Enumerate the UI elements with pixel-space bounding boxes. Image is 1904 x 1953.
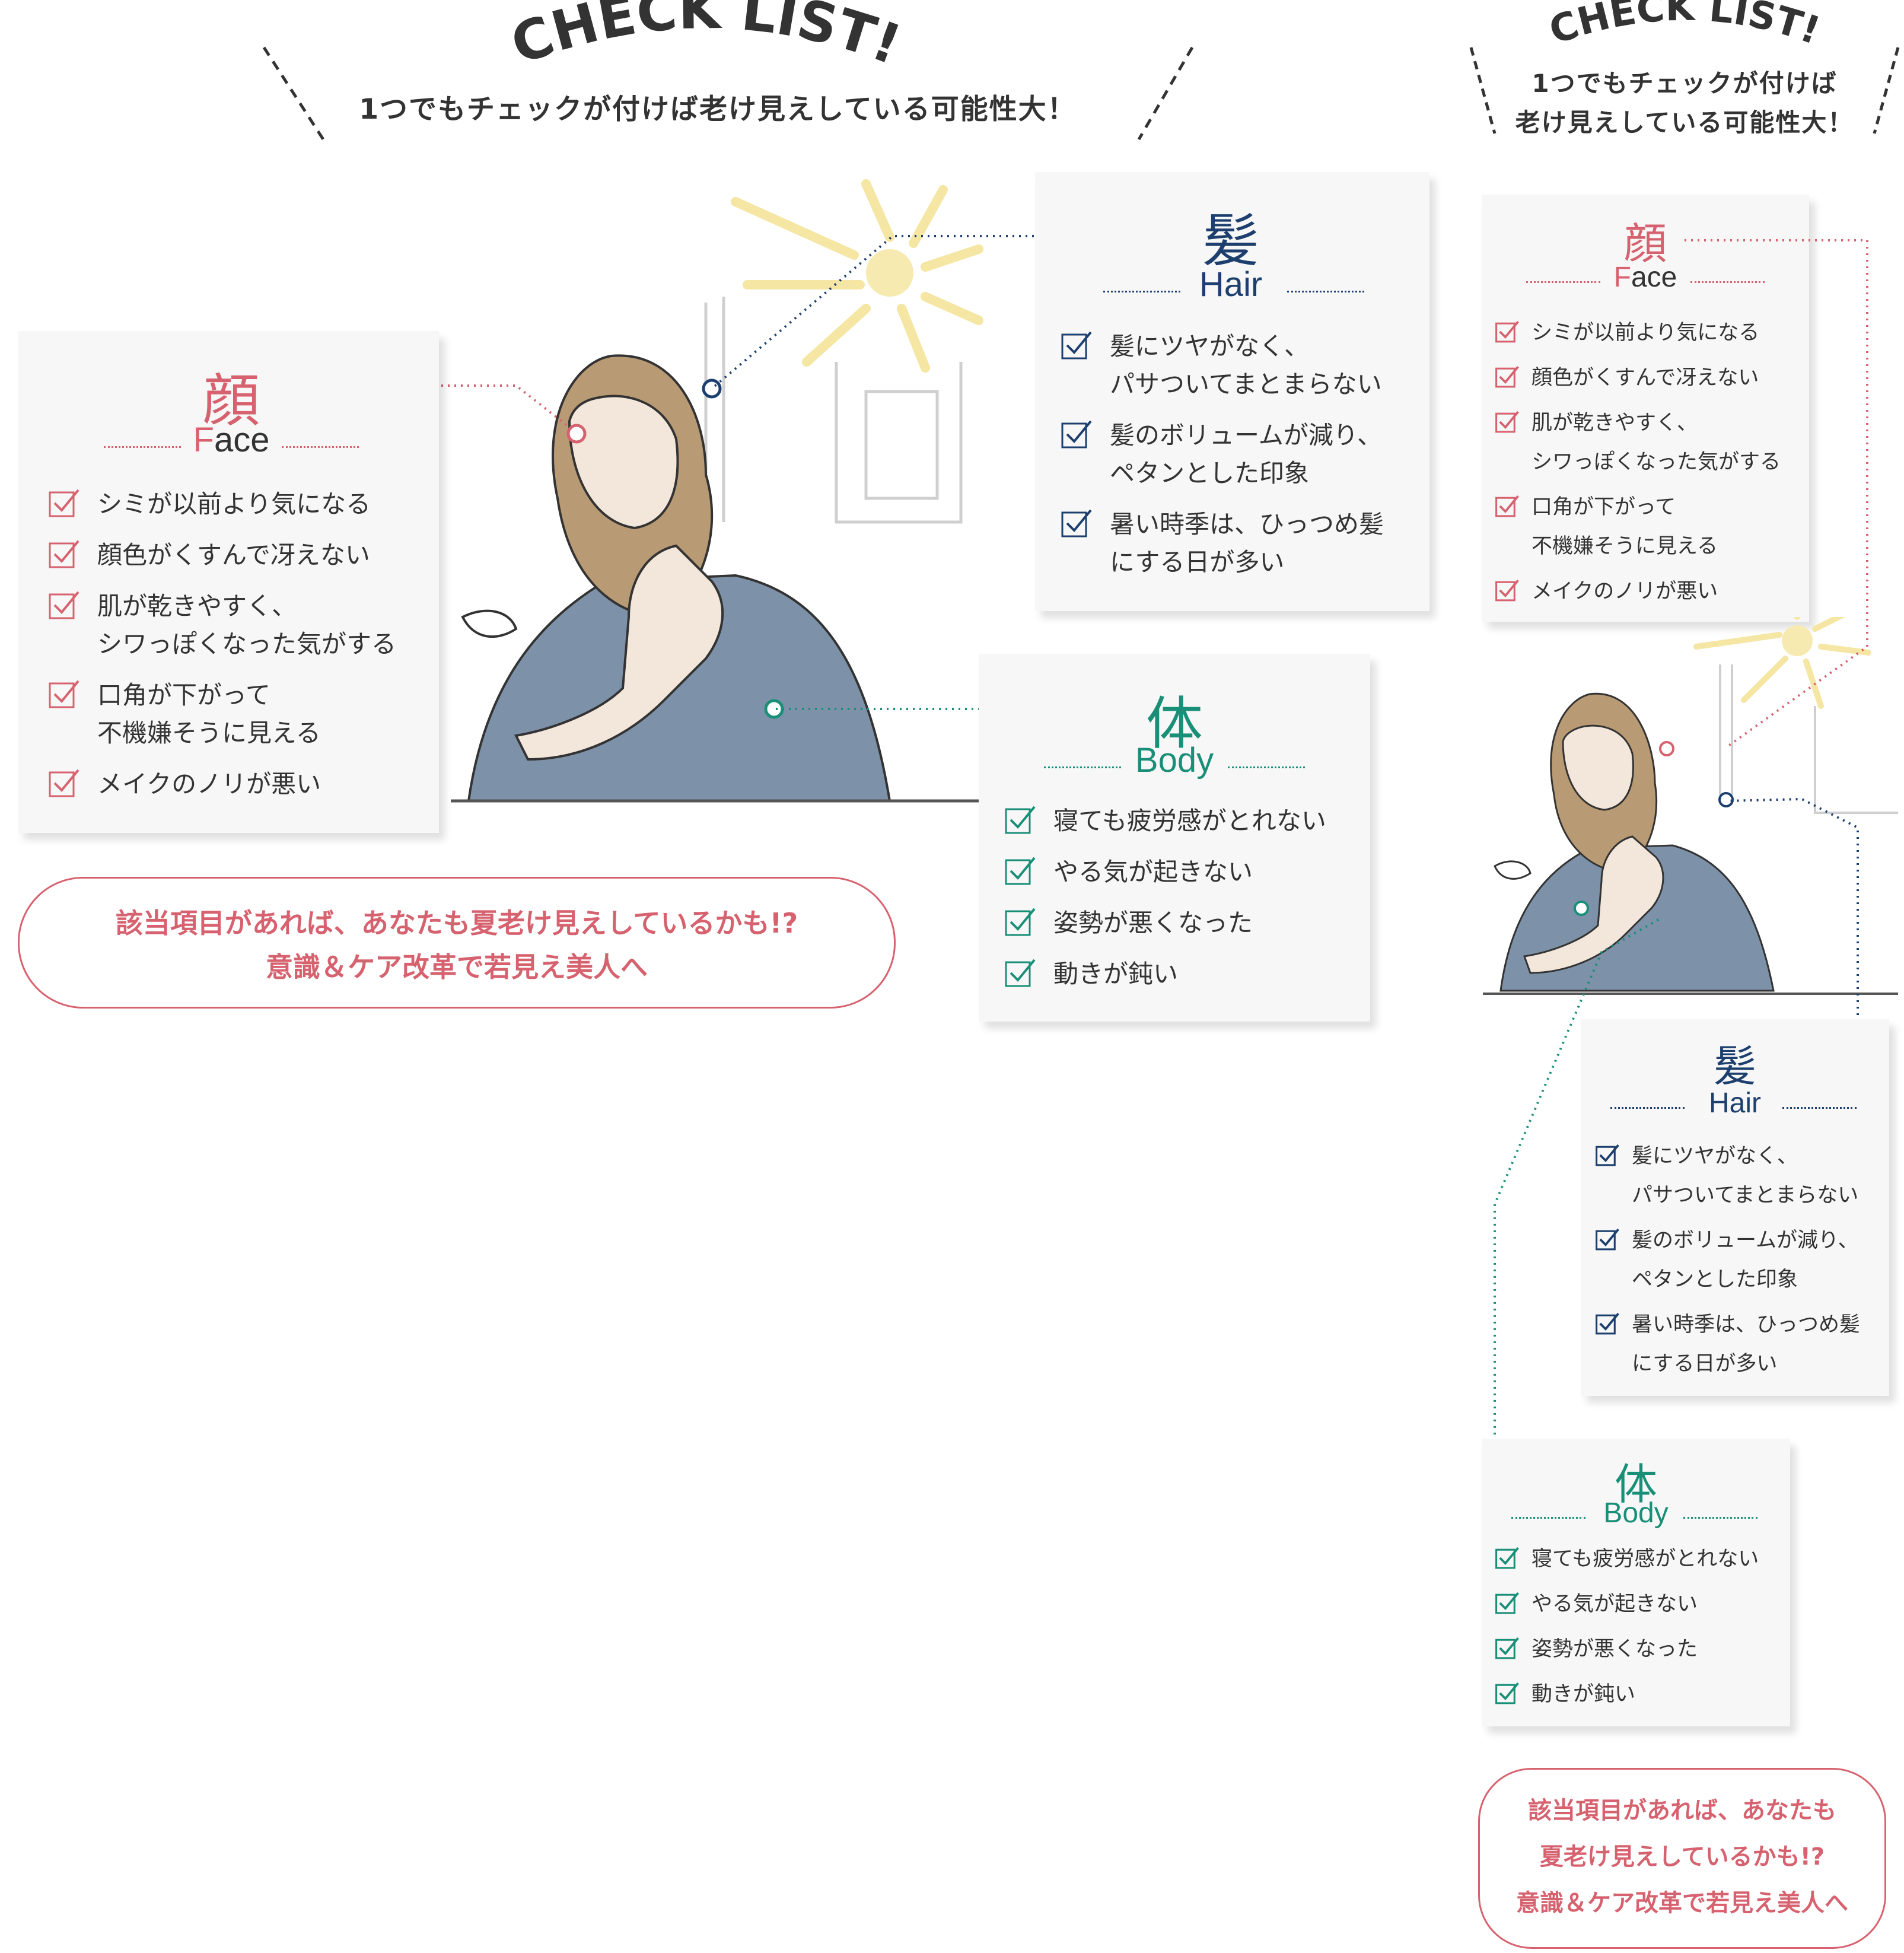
checkbox-checked-icon: [1495, 579, 1519, 602]
narrow-face-card: 顔 Face シミが以前より気になる 顔色がくすんで冴えない 肌が乾きやすく、 …: [1482, 195, 1809, 622]
window-frame-icon: [1719, 664, 1898, 814]
marker-dots: [1574, 741, 1734, 916]
wide-hair-rule-right: [1287, 291, 1364, 292]
wide-face-item[interactable]: メイクのノリが悪い: [46, 765, 426, 803]
narrow-body-kanji: 体: [1614, 1459, 1657, 1509]
narrow-hair-item[interactable]: 暑い時季は、ひっつめ髪 にする日が多い: [1594, 1305, 1887, 1383]
checkbox-checked-icon: [1495, 1682, 1519, 1704]
narrow-body-english: Body: [1603, 1497, 1669, 1529]
narrow-illustration: [1483, 617, 1898, 995]
wide-body-item[interactable]: やる気が起きない: [1002, 853, 1364, 891]
checkbox-checked-icon: [1061, 509, 1092, 537]
wide-body-rule-right: [1228, 766, 1305, 768]
wide-subtitle: 1つでもチェックが付けば老け見えしている可能性大！: [359, 93, 1077, 126]
wide-face-item[interactable]: 肌が乾きやすく、 シワっぽくなった気がする: [46, 587, 426, 663]
wide-body-card: 体 Body 寝ても疲労感がとれない やる気が起きない 姿勢が悪くなった 動きが…: [979, 654, 1370, 1022]
narrow-hair-item[interactable]: 髪にツヤがなく、 パサついてまとまらない: [1594, 1137, 1887, 1215]
narrow-hair-card: 髪 Hair 髪にツヤがなく、 パサついてまとまらない 髪のボリュームが減り、 …: [1581, 1019, 1889, 1396]
wide-face-rule-right: [282, 446, 359, 448]
wide-face-english: Face: [193, 421, 270, 459]
checkbox-checked-icon: [1495, 1592, 1519, 1614]
wide-body-english: Body: [1135, 741, 1214, 780]
narrow-face-english: Face: [1613, 262, 1677, 293]
checkbox-checked-icon: [1596, 1312, 1619, 1335]
wide-face-rule-left: [104, 446, 181, 448]
narrow-title: CHECK LIST!: [1544, 0, 1826, 53]
wide-face-kanji: 顔: [203, 368, 260, 434]
wide-face-item[interactable]: シミが以前より気になる: [46, 485, 426, 523]
wide-face-item[interactable]: 顔色がくすんで冴えない: [46, 536, 426, 574]
narrow-title-dashes: [1469, 47, 1900, 134]
checkbox-checked-icon: [1061, 420, 1092, 449]
checkbox-checked-icon: [1596, 1144, 1619, 1166]
wide-hair-item[interactable]: 髪のボリュームが減り、 ペタンとした印象: [1059, 416, 1421, 492]
narrow-hair-rule-right: [1782, 1107, 1857, 1109]
wide-message: 該当項目があれば、あなたも夏老け見えしているかも!? 意識＆ケア改革で若見え美人…: [18, 877, 896, 1009]
narrow-face-item[interactable]: 口角が下がって 不機嫌そうに見える: [1494, 488, 1808, 566]
checkbox-checked-icon: [1596, 1228, 1619, 1251]
narrow-body-rule-right: [1683, 1517, 1757, 1519]
checkbox-checked-icon: [1495, 1547, 1519, 1569]
woman-icon: [1483, 692, 1898, 995]
checkbox-checked-icon: [1005, 857, 1036, 885]
narrow-hair-english: Hair: [1708, 1087, 1761, 1119]
narrow-face-rule-left: [1526, 281, 1600, 283]
wide-face-card: 顔 Face シミが以前より気になる 顔色がくすんで冴えない 肌が乾きやすく、 …: [18, 331, 439, 833]
checkbox-checked-icon: [49, 540, 79, 568]
narrow-hair-rule-left: [1610, 1107, 1685, 1109]
checkbox-checked-icon: [49, 769, 79, 797]
narrow-face-item[interactable]: シミが以前より気になる: [1494, 313, 1808, 352]
narrow-message: 該当項目があれば、あなたも 夏老け見えしているかも!? 意識＆ケア改革で若見え美…: [1478, 1768, 1886, 1949]
narrow-hair-kanji: 髪: [1713, 1041, 1756, 1091]
narrow-body-rule-left: [1511, 1517, 1585, 1519]
checkbox-checked-icon: [1495, 1637, 1519, 1659]
wide-body-rule-left: [1044, 766, 1121, 768]
checkbox-checked-icon: [1495, 495, 1519, 517]
wide-body-item[interactable]: 寝ても疲労感がとれない: [1002, 802, 1364, 840]
narrow-face-item[interactable]: 顔色がくすんで冴えない: [1494, 358, 1808, 397]
wide-illustration: [451, 179, 985, 803]
checkbox-checked-icon: [49, 680, 79, 708]
wide-hair-card: 髪 Hair 髪にツヤがなく、 パサついてまとまらない 髪のボリュームが減り、 …: [1035, 172, 1429, 611]
wide-body-kanji: 体: [1146, 691, 1203, 757]
checkbox-checked-icon: [1005, 908, 1036, 936]
sun-icon: [731, 179, 983, 373]
checkbox-checked-icon: [1495, 320, 1519, 343]
checkbox-checked-icon: [1005, 959, 1036, 987]
wide-hair-item[interactable]: 髪にツヤがなく、 パサついてまとまらない: [1059, 327, 1421, 403]
wide-hair-english: Hair: [1199, 265, 1263, 304]
narrow-face-kanji: 顔: [1623, 219, 1667, 269]
narrow-body-item[interactable]: やる気が起きない: [1494, 1585, 1787, 1624]
wide-hair-item[interactable]: 暑い時季は、ひっつめ髪 にする日が多い: [1059, 505, 1421, 581]
narrow-face-item[interactable]: 肌が乾きやすく、 シワっぽくなった気がする: [1494, 403, 1808, 482]
wide-hair-rule-left: [1103, 291, 1180, 292]
checkbox-checked-icon: [1495, 411, 1519, 433]
woman-icon: [451, 354, 985, 803]
wide-hair-kanji: 髪: [1202, 208, 1259, 274]
wide-title: CHECK LIST!: [503, 0, 909, 77]
checkbox-checked-icon: [1061, 331, 1092, 360]
wide-body-item[interactable]: 動きが鈍い: [1002, 955, 1364, 993]
narrow-subtitle: 1つでもチェックが付けば 老け見えしている可能性大！: [1515, 69, 1854, 137]
narrow-body-item[interactable]: 姿勢が悪くなった: [1494, 1630, 1787, 1669]
narrow-face-item[interactable]: メイクのノリが悪い: [1494, 572, 1808, 611]
wide-body-item[interactable]: 姿勢が悪くなった: [1002, 904, 1364, 942]
window-frame-icon: [704, 297, 963, 524]
wide-title-dashes: [262, 46, 1194, 141]
checkbox-checked-icon: [1495, 365, 1519, 388]
narrow-face-rule-right: [1690, 281, 1765, 283]
checkbox-checked-icon: [49, 591, 79, 619]
narrow-body-item[interactable]: 動きが鈍い: [1494, 1675, 1787, 1714]
checkbox-checked-icon: [1005, 806, 1036, 834]
marker-dots: [566, 378, 784, 719]
narrow-body-item[interactable]: 寝ても疲労感がとれない: [1494, 1540, 1787, 1579]
narrow-body-card: 体 Body 寝ても疲労感がとれない やる気が起きない 姿勢が悪くなった 動きが…: [1482, 1439, 1790, 1726]
narrow-hair-item[interactable]: 髪のボリュームが減り、 ペタンとした印象: [1594, 1221, 1887, 1299]
checkbox-checked-icon: [49, 489, 79, 517]
wide-face-item[interactable]: 口角が下がって 不機嫌そうに見える: [46, 676, 426, 752]
